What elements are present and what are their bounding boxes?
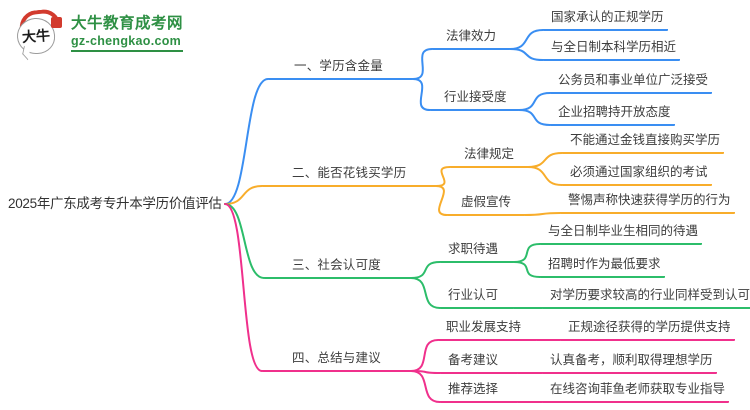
logo-domain: gz-chengkao.com	[71, 33, 184, 52]
leaf-node-1-2-1: 公务员和事业单位广泛接受	[550, 72, 713, 94]
branch-node-4: 四、总结与建议	[262, 350, 411, 372]
sub-node-4-1: 职业发展支持	[438, 319, 538, 341]
leaf-node-1-2-2: 企业招聘持开放态度	[550, 104, 675, 126]
leaf-node-2-2-1: 警惕声称快速获得学历的行为	[560, 192, 735, 214]
leaf-node-4-1-1: 正规途径获得的学历提供支持	[560, 319, 735, 341]
sub-node-3-1: 求职待遇	[440, 241, 515, 263]
logo-text-block: 大牛教育成考网 gz-chengkao.com	[71, 15, 184, 52]
sub-node-4-2: 备考建议	[440, 352, 519, 374]
logo-mark-text: 大牛	[21, 27, 51, 45]
logo-title: 大牛教育成考网	[71, 15, 184, 32]
mindmap-root-node: 2025年广东成考专升本学历价值评估	[8, 196, 222, 211]
branch-node-2: 二、能否花钱买学历	[262, 165, 437, 187]
sub-node-2-2: 虚假宣传	[447, 194, 526, 216]
branch-node-3: 三、社会认可度	[264, 257, 411, 279]
sub-node-2-1: 法律规定	[450, 146, 529, 168]
leaf-node-1-1-2: 与全日制本科学历相近	[543, 39, 681, 61]
sub-node-3-2: 行业认可	[440, 287, 515, 309]
sub-node-1-1: 法律效力	[432, 28, 511, 50]
branch-node-1: 一、学历含金量	[268, 58, 413, 80]
sub-node-1-2: 行业接受度	[430, 89, 519, 111]
leaf-node-4-2-1: 认真备考，顺利取得理想学历	[542, 352, 717, 374]
leaf-node-2-1-1: 不能通过金钱直接购买学历	[562, 132, 725, 154]
site-logo: 大牛 大牛教育成考网 gz-chengkao.com	[15, 7, 184, 61]
logo-seal-icon	[51, 17, 62, 28]
leaf-node-3-1-2: 招聘时作为最低要求	[540, 256, 665, 278]
leaf-node-3-2-1: 对学历要求较高的行业同样受到认可	[542, 287, 750, 309]
leaf-node-2-1-2: 必须通过国家组织的考试	[562, 164, 712, 186]
daniu-bubble-icon: 大牛	[15, 7, 64, 61]
leaf-node-1-1-1: 国家承认的正规学历	[543, 9, 668, 31]
sub-node-4-3: 推荐选择	[440, 381, 519, 403]
leaf-node-3-1-1: 与全日制毕业生相同的待遇	[540, 223, 703, 245]
leaf-node-4-3-1: 在线咨询菲鱼老师获取专业指导	[542, 381, 730, 403]
